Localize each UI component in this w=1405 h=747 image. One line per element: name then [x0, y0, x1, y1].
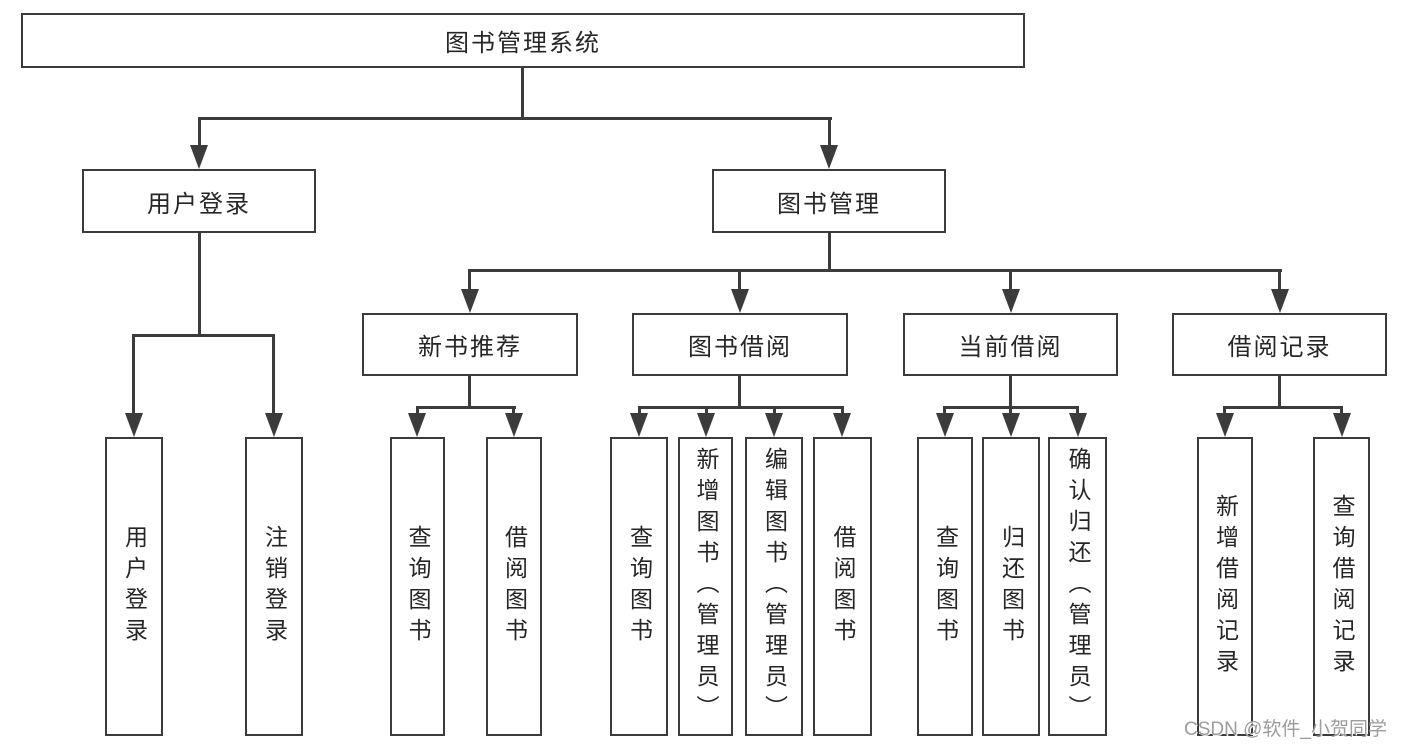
connector-records-bar	[1224, 406, 1342, 409]
arrow-to-user-login	[190, 145, 208, 169]
node-current-borrow: 当前借阅	[903, 313, 1118, 376]
leaf-borrow-books-recommend: 借阅图书	[486, 437, 542, 736]
leaf-query-borrow-record-label: 查询借阅记录	[1329, 493, 1355, 680]
node-library-system: 图书管理系统	[21, 13, 1025, 68]
csdn-watermark: CSDN @软件_小贺同学	[1184, 719, 1387, 740]
arrow-to-leaf-user-login	[125, 413, 143, 437]
connector-current-drop-1	[943, 406, 946, 416]
node-new-book-recommend-label: 新书推荐	[418, 334, 522, 361]
connector-bookmgmt-drop-2	[738, 269, 741, 293]
arrow-to-borrow-books-borrow	[833, 413, 851, 437]
connector-borrow-bar	[638, 406, 844, 409]
connector-recommend-drop-1	[416, 406, 419, 416]
arrow-to-borrow-books-recommend	[505, 413, 523, 437]
connector-borrow-drop-2	[705, 406, 708, 416]
node-book-management: 图书管理	[712, 169, 946, 233]
leaf-query-books-recommend-label: 查询图书	[405, 524, 431, 649]
arrow-to-add-borrow-record	[1216, 413, 1234, 437]
arrow-to-borrow-records	[1271, 289, 1289, 313]
arrow-to-confirm-return-admin	[1069, 413, 1087, 437]
leaf-query-books-borrow-label: 查询图书	[626, 524, 653, 649]
arrow-to-query-books-recommend	[408, 413, 426, 437]
connector-recommend-drop-2	[512, 406, 515, 416]
arrow-to-leaf-logout	[265, 413, 283, 437]
leaf-borrow-books-recommend-label: 借阅图书	[501, 524, 528, 649]
arrow-to-book-management	[820, 145, 838, 169]
node-book-management-label: 图书管理	[777, 190, 881, 218]
connector-borrow-drop-4	[841, 406, 844, 416]
node-new-book-recommend: 新书推荐	[362, 313, 578, 376]
leaf-user-login-label: 用户登录	[121, 524, 148, 649]
leaf-borrow-books-borrow-label: 借阅图书	[830, 524, 856, 649]
node-borrow-records-label: 借阅记录	[1227, 334, 1332, 361]
connector-records-drop-2	[1340, 406, 1343, 416]
connector-bookmgmt-bar	[469, 269, 1282, 272]
connector-bookmgmt-drop-1	[468, 269, 471, 293]
leaf-query-books-borrow: 查询图书	[610, 437, 668, 736]
leaf-confirm-return-admin: 确认归还（管理员）	[1048, 437, 1107, 736]
leaf-edit-book-admin: 编辑图书（管理员）	[745, 437, 803, 736]
leaf-return-book-label: 归还图书	[998, 524, 1025, 649]
node-user-login-label: 用户登录	[147, 190, 251, 218]
leaf-add-borrow-record: 新增借阅记录	[1197, 437, 1253, 736]
leaf-logout: 注销登录	[245, 437, 303, 736]
leaf-logout-label: 注销登录	[261, 524, 288, 649]
leaf-add-book-admin-label: 新增图书（管理员）	[693, 447, 719, 726]
connector-borrow-drop-3	[773, 406, 776, 416]
leaf-query-books-recommend: 查询图书	[390, 437, 445, 736]
connector-borrow-stem	[738, 376, 741, 409]
node-library-system-label: 图书管理系统	[445, 30, 601, 57]
connector-current-drop-2	[1009, 406, 1012, 416]
leaf-query-books-current-label: 查询图书	[932, 524, 959, 649]
connector-bookmgmt-drop-3	[1009, 269, 1012, 293]
connector-records-drop-1	[1223, 406, 1226, 416]
arrow-to-query-borrow-record	[1333, 413, 1351, 437]
arrow-to-book-borrow	[731, 289, 749, 313]
leaf-add-book-admin: 新增图书（管理员）	[678, 437, 733, 736]
arrow-to-new-book-recommend	[461, 289, 479, 313]
arrow-to-return-book	[1002, 413, 1020, 437]
arrow-to-current-borrow	[1002, 289, 1020, 313]
connector-userlogin-drop-left	[132, 334, 135, 416]
arrow-to-query-books-current	[936, 413, 954, 437]
connector-userlogin-bar	[133, 334, 275, 337]
leaf-return-book: 归还图书	[982, 437, 1040, 736]
connector-root-drop-left	[198, 117, 201, 149]
connector-userlogin-stem	[198, 233, 201, 337]
connector-recommend-stem	[468, 376, 471, 409]
node-book-borrow: 图书借阅	[632, 313, 848, 376]
connector-recommend-bar	[416, 406, 516, 409]
node-book-borrow-label: 图书借阅	[688, 334, 792, 361]
leaf-confirm-return-admin-label: 确认归还（管理员）	[1065, 447, 1091, 726]
leaf-borrow-books-borrow: 借阅图书	[813, 437, 872, 736]
connector-root-bar	[198, 117, 832, 120]
leaf-edit-book-admin-label: 编辑图书（管理员）	[761, 447, 788, 726]
connector-userlogin-drop-right	[272, 334, 275, 416]
arrow-to-query-books-borrow	[630, 413, 648, 437]
connector-current-stem	[1009, 376, 1012, 409]
arrow-to-add-book-admin	[697, 413, 715, 437]
connector-root-stem	[521, 66, 524, 118]
node-borrow-records: 借阅记录	[1172, 313, 1387, 376]
leaf-add-borrow-record-label: 新增借阅记录	[1212, 493, 1239, 680]
leaf-query-books-current: 查询图书	[917, 437, 973, 736]
connector-bookmgmt-stem	[828, 233, 831, 272]
connector-current-drop-3	[1076, 406, 1079, 416]
leaf-user-login: 用户登录	[105, 437, 163, 736]
connector-records-stem	[1278, 376, 1281, 409]
leaf-query-borrow-record: 查询借阅记录	[1313, 437, 1370, 736]
connector-root-drop-right	[828, 117, 831, 149]
connector-bookmgmt-drop-4	[1278, 269, 1281, 293]
node-user-login: 用户登录	[82, 169, 316, 233]
connector-borrow-drop-1	[638, 406, 641, 416]
arrow-to-edit-book-admin	[765, 413, 783, 437]
node-current-borrow-label: 当前借阅	[958, 334, 1063, 361]
